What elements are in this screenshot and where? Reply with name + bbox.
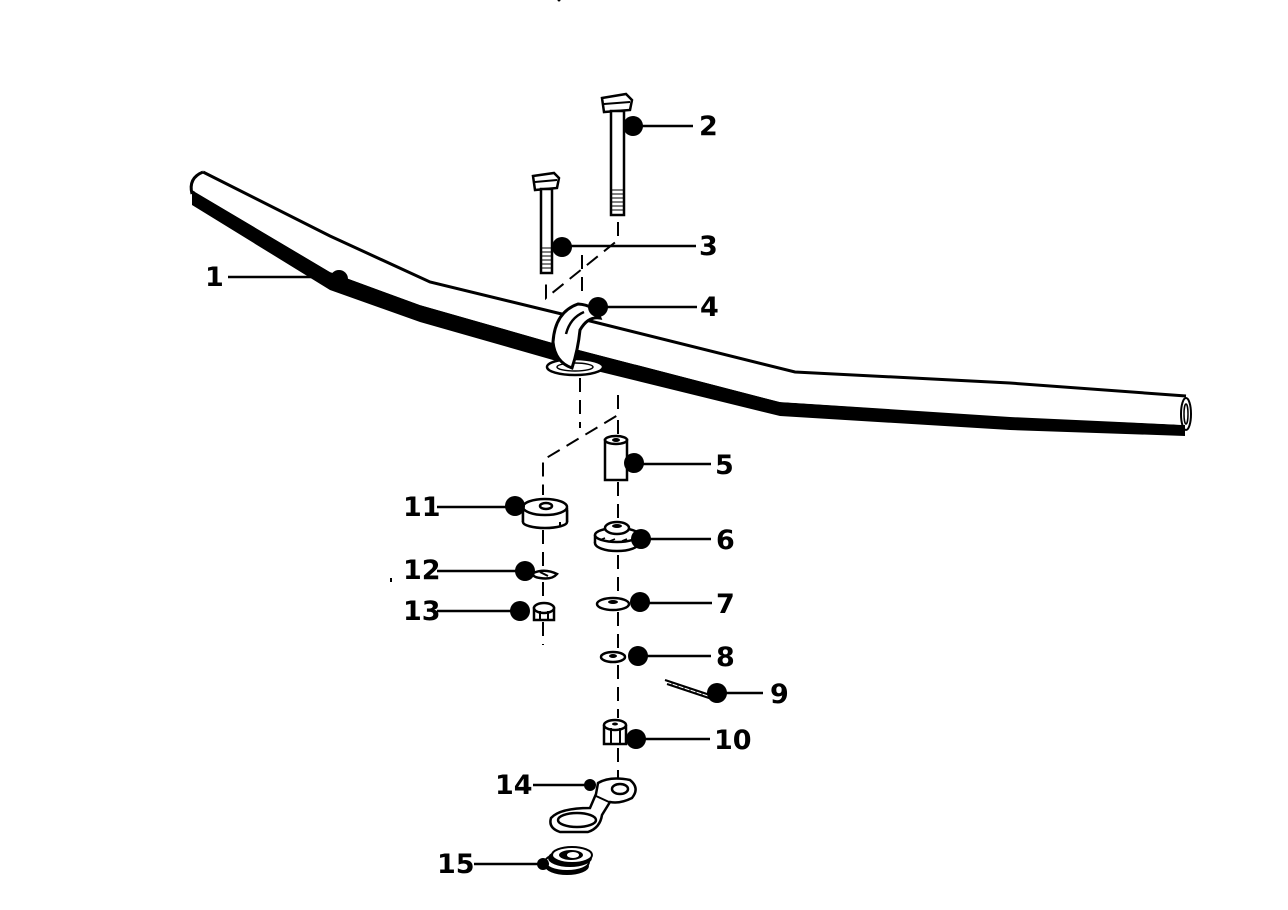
clamp-bracket [545,302,605,377]
callout-9-cotter-pin[interactable]: 9 [770,679,789,710]
hex-nut [532,601,556,622]
callout-1-stabilizer-bar[interactable]: 1 [205,262,224,293]
stabilizer-bar [189,170,1192,436]
callout-7-washer-large[interactable]: 7 [716,589,735,620]
t-head-bolt-long [600,92,634,217]
rubber-mount [521,497,569,530]
castle-nut [602,718,628,746]
spacer-sleeve [603,434,629,482]
callout-8-washer-small[interactable]: 8 [716,642,735,673]
washer-small [599,650,627,664]
callout-15-grommet[interactable]: 15 [437,849,475,880]
speck [557,0,561,2]
callout-12-lock-washer[interactable]: 12 [403,555,441,586]
washer-large [595,596,631,612]
lock-washer [531,569,559,580]
callout-4-clamp-bracket[interactable]: 4 [700,292,719,323]
mounting-bracket [549,777,637,834]
callout-2-t-head-bolt-long[interactable]: 2 [699,111,718,142]
assembly-lines-upper [545,222,619,301]
callout-13-hex-nut[interactable]: 13 [403,596,441,627]
leader-lines [228,116,763,870]
grommet [544,846,593,875]
assembly-lines-lower [542,378,619,778]
speck [390,578,392,582]
callout-14-mounting-bracket[interactable]: 14 [495,770,533,801]
callout-11-rubber-mount[interactable]: 11 [403,492,441,523]
callout-10-castle-nut[interactable]: 10 [714,725,752,756]
callout-5-spacer-sleeve[interactable]: 5 [715,450,734,481]
callout-3-t-head-bolt-short[interactable]: 3 [699,231,718,262]
callout-6-rubber-bushing[interactable]: 6 [716,525,735,556]
t-head-bolt-short [531,171,561,275]
cotter-pin [664,679,713,700]
